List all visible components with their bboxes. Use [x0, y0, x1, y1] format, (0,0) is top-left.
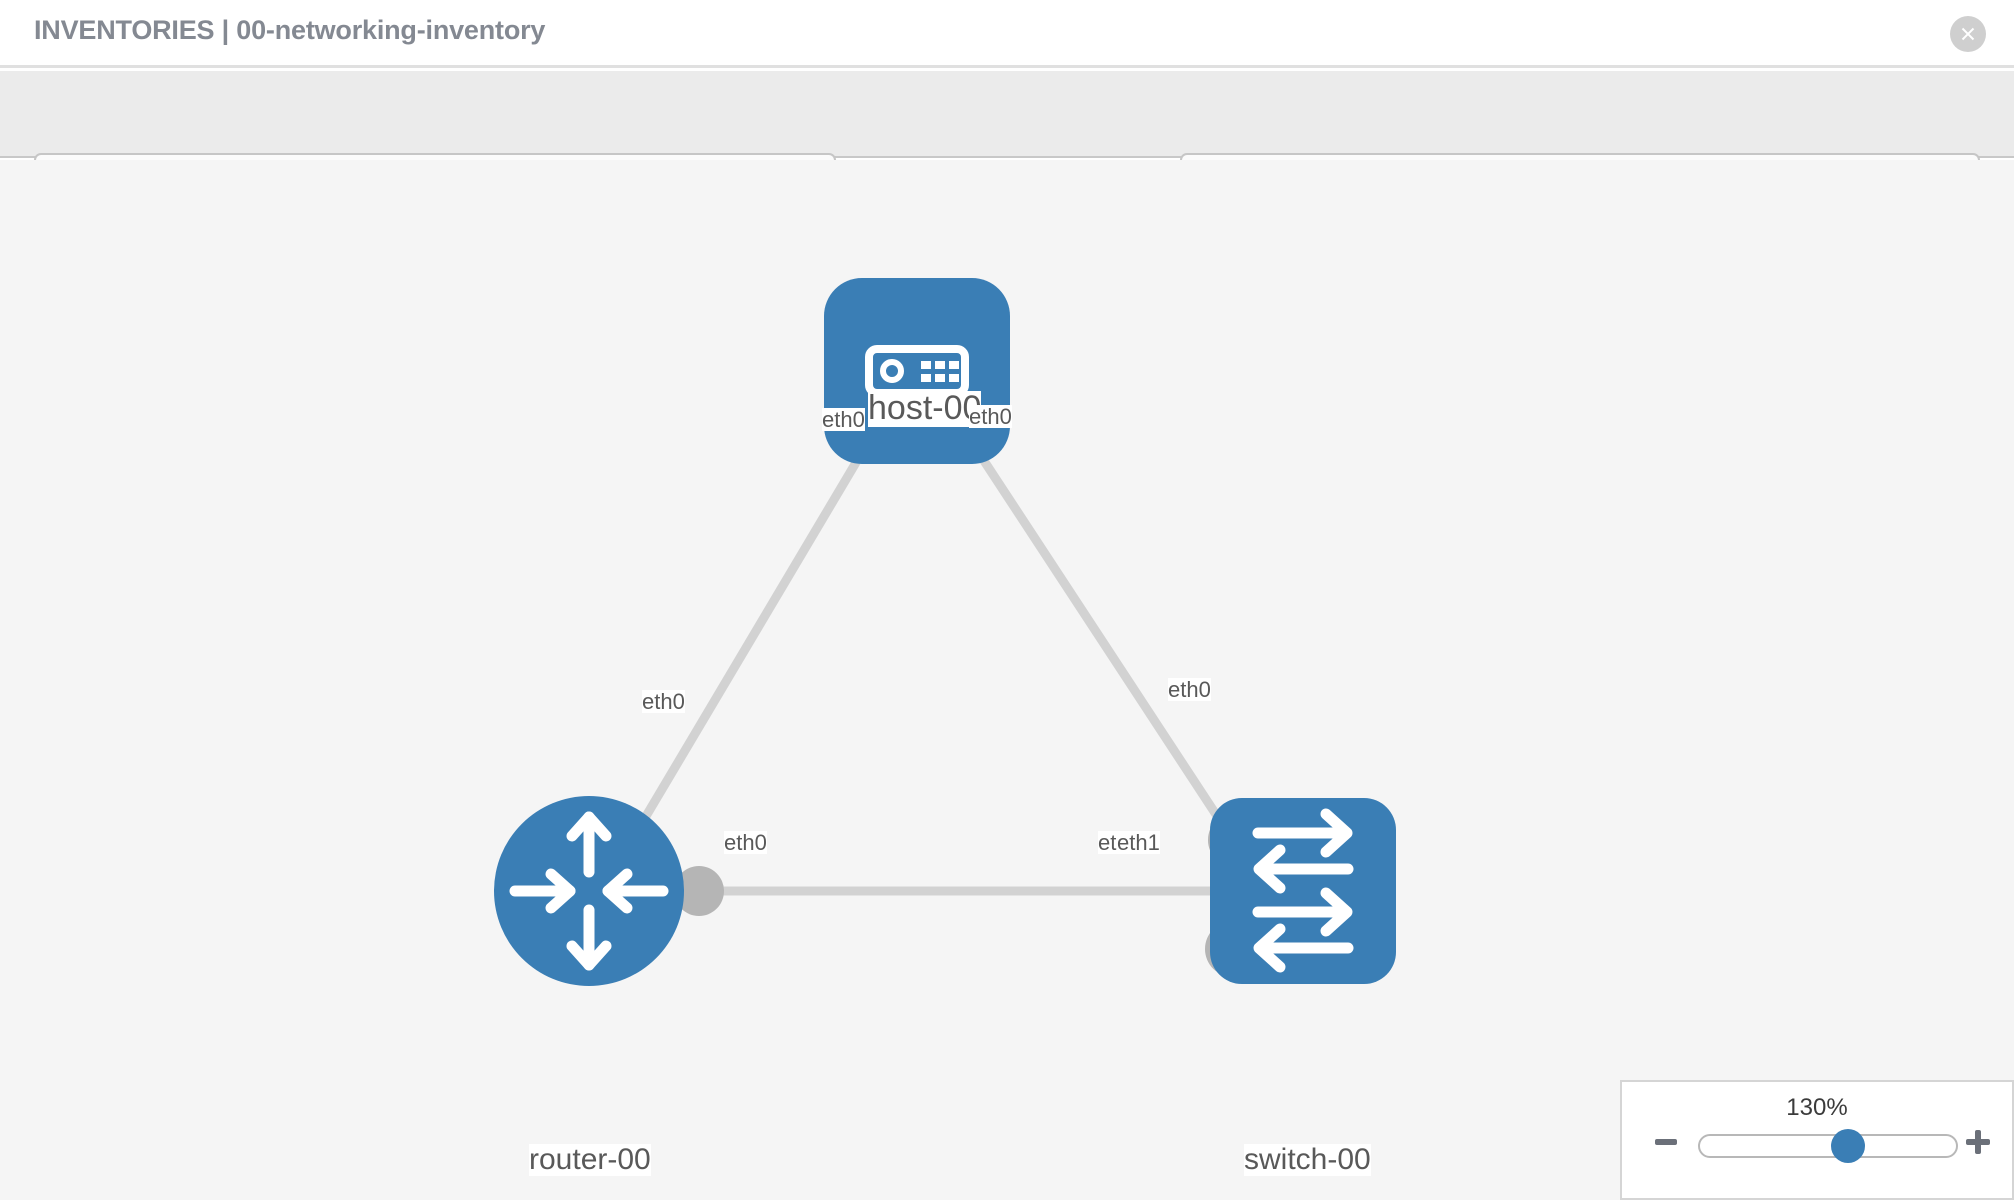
- page-header: INVENTORIES | 00-networking-inventory: [0, 0, 2014, 68]
- edge-label-switch-router-b: eth1: [1117, 830, 1160, 855]
- connector-router-right[interactable]: [674, 866, 724, 916]
- edge-label-switch-host: eth0: [1168, 677, 1211, 702]
- topology-links: [616, 409, 1242, 896]
- edge-label-host-switch: eth0: [969, 404, 1012, 429]
- switch-bidirectional-arrows-icon: [1252, 808, 1354, 973]
- node-label-switch-00: switch-00: [1244, 1143, 1371, 1176]
- link-host-switch[interactable]: [948, 409, 1242, 851]
- node-label-router-00: router-00: [529, 1143, 651, 1176]
- node-router-00[interactable]: [494, 796, 684, 986]
- node-label-host-00: host-00: [868, 389, 982, 427]
- topology-graph: [494, 278, 1396, 986]
- topology-canvas[interactable]: eth0 host-00 eth0 eth0 eth0 eth0 eth1 et…: [0, 160, 2014, 1200]
- zoom-control-panel: 130%: [1620, 1080, 2014, 1200]
- node-switch-00[interactable]: [1210, 798, 1396, 984]
- page-title: INVENTORIES | 00-networking-inventory: [34, 15, 546, 45]
- zoom-level-label: 130%: [1786, 1094, 1848, 1121]
- link-host-router[interactable]: [616, 409, 890, 863]
- minus-icon[interactable]: [1648, 1124, 1684, 1160]
- zoom-slider-thumb[interactable]: [1831, 1129, 1866, 1163]
- node-host-00[interactable]: [824, 278, 1010, 464]
- edge-label-router-switch: eth0: [724, 830, 767, 855]
- toolbar: ACTIONS SEARCH: [0, 71, 2014, 209]
- zoom-slider[interactable]: [1698, 1129, 1958, 1163]
- close-icon[interactable]: [1950, 16, 1986, 52]
- plus-icon[interactable]: [1960, 1124, 1996, 1160]
- router-converging-arrows-icon: [509, 811, 669, 971]
- edge-label-router-host: eth0: [642, 689, 685, 714]
- edge-label-host-router: eth0: [822, 407, 865, 432]
